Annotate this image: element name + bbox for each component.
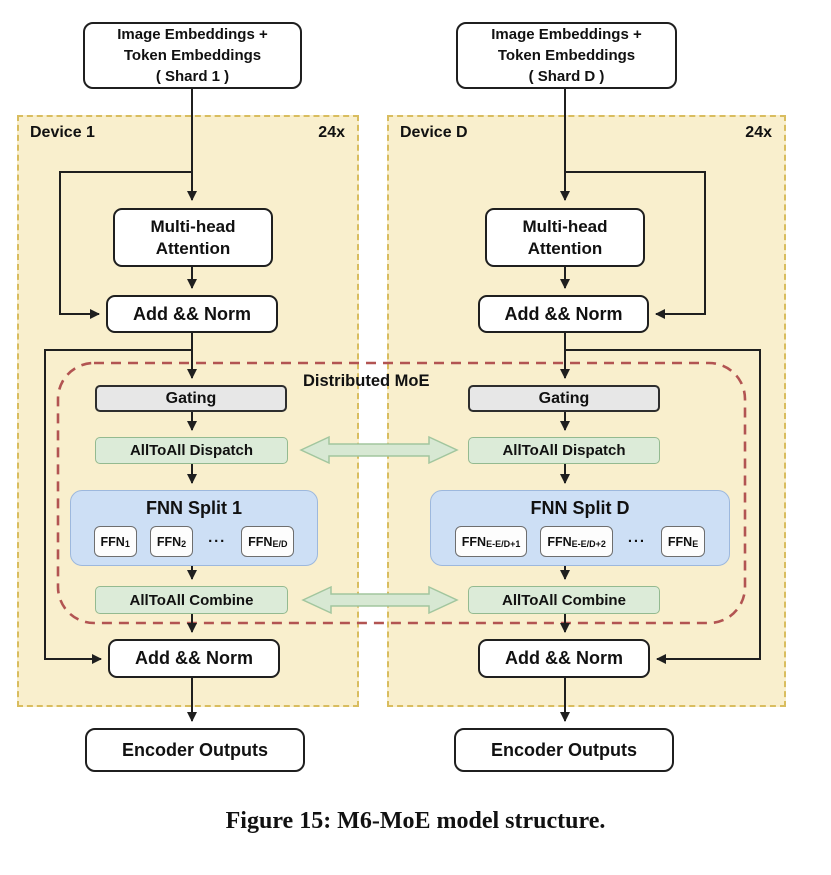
shard1-line2: Token Embeddings — [123, 47, 262, 64]
shard1-line1: Image Embeddings + — [117, 26, 268, 43]
gating-box-left: Gating — [95, 385, 287, 412]
shardD-line2: Token Embeddings — [497, 47, 636, 64]
alltoall-combine-right: AllToAll Combine — [468, 586, 660, 614]
device-d-label: Device D — [400, 124, 468, 141]
mha-box-right: Multi-head Attention — [485, 208, 645, 267]
gating-box-right: Gating — [468, 385, 660, 412]
input-box-shard-d: Image Embeddings + Token Embeddings ( Sh… — [456, 22, 677, 89]
shardD-line3: ( Shard D ) — [528, 68, 605, 85]
alltoall-dispatch-left: AllToAll Dispatch — [95, 437, 288, 464]
distributed-moe-label: Distributed MoE — [303, 372, 430, 390]
add-norm-2-left: Add && Norm — [108, 639, 280, 678]
alltoall-dispatch-right: AllToAll Dispatch — [468, 437, 660, 464]
encoder-outputs-right: Encoder Outputs — [454, 728, 674, 772]
encoder-outputs-left: Encoder Outputs — [85, 728, 305, 772]
alltoall-combine-left: AllToAll Combine — [95, 586, 288, 614]
ellipsis-left: ··· — [208, 533, 227, 550]
input-box-shard-1: Image Embeddings + Token Embeddings ( Sh… — [83, 22, 302, 89]
fnn-split-d-title: FNN Split D — [530, 498, 630, 518]
fnn-split-1-title: FNN Split 1 — [145, 498, 242, 518]
mha-box-left: Multi-head Attention — [113, 208, 273, 267]
shard1-line3: ( Shard 1 ) — [155, 68, 230, 85]
add-norm-2-right: Add && Norm — [478, 639, 650, 678]
shardD-line1: Image Embeddings + — [491, 26, 642, 43]
device-1-label: Device 1 — [30, 124, 95, 141]
figure-caption: Figure 15: M6-MoE model structure. — [225, 808, 606, 834]
device-d-repeat-badge: 24x — [745, 124, 772, 141]
ellipsis-right: ··· — [627, 533, 646, 550]
add-norm-1-left: Add && Norm — [106, 295, 278, 333]
device-1-repeat-badge: 24x — [318, 124, 345, 141]
add-norm-1-right: Add && Norm — [478, 295, 649, 333]
